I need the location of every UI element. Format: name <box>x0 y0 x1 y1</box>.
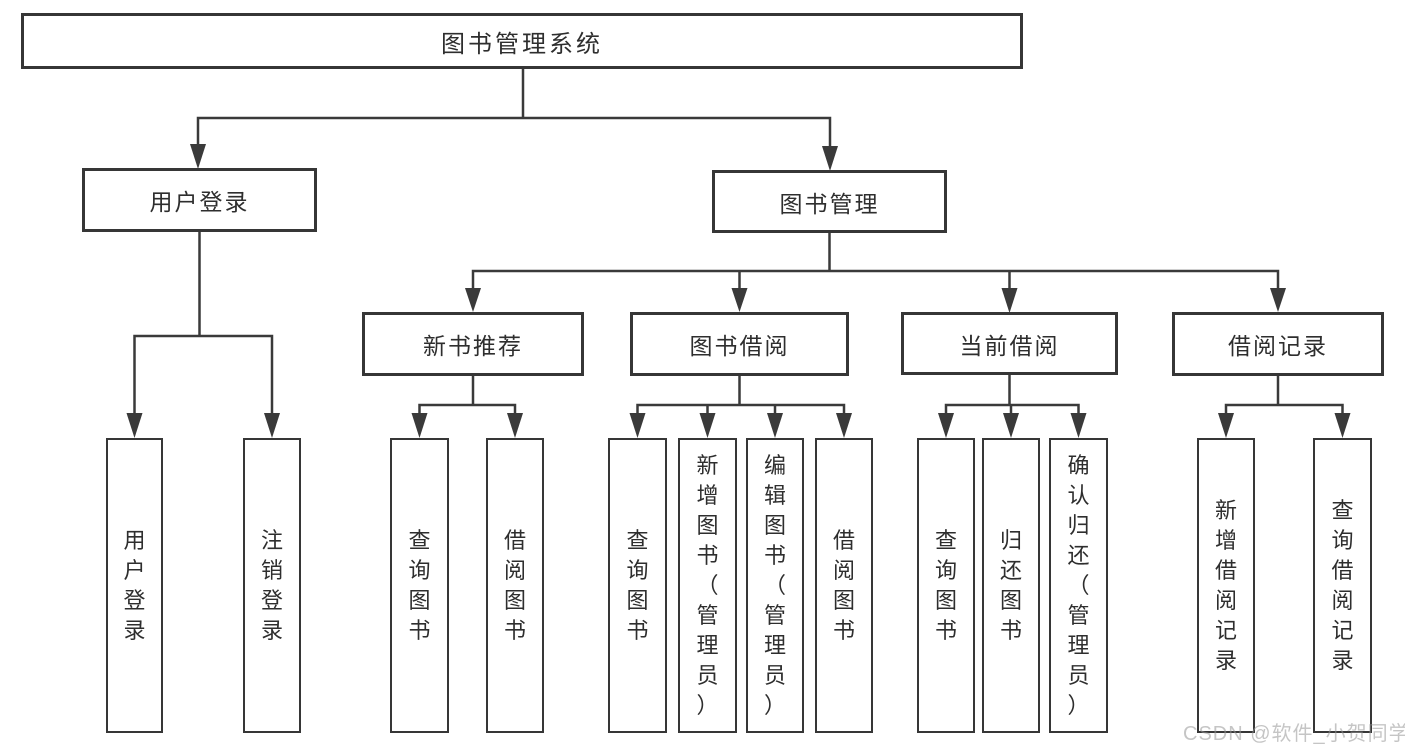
arrowhead <box>190 144 206 169</box>
connector-new-book-recommend-children <box>411 374 523 438</box>
node-borrow-records: 借阅记录 <box>1172 312 1384 376</box>
arrowhead <box>1334 413 1351 438</box>
arrowhead <box>822 146 838 171</box>
connector-current-borrow-children <box>938 372 1087 438</box>
arrowhead <box>264 413 280 438</box>
arrowhead <box>1070 413 1087 438</box>
node-current-borrow: 当前借阅 <box>901 312 1118 375</box>
leaf-recommend-query-book: 查 询 图 书 <box>390 438 449 733</box>
connector-book-management-to-level3 <box>465 231 1286 313</box>
leaf-borrow-book: 借 阅 图 书 <box>815 438 873 733</box>
arrowhead <box>836 413 852 438</box>
arrowhead <box>465 288 481 312</box>
node-library-management-system: 图书管理系统 <box>21 13 1023 69</box>
leaf-user-login: 用 户 登 录 <box>106 438 163 733</box>
node-book-borrow: 图书借阅 <box>630 312 849 376</box>
leaf-add-book-admin: 新 增 图 书 （ 管 理 员 ） <box>678 438 737 733</box>
arrowhead <box>938 413 954 438</box>
leaf-add-borrow-record: 新 增 借 阅 记 录 <box>1197 438 1255 733</box>
leaf-logout: 注 销 登 录 <box>243 438 301 733</box>
arrowhead <box>731 288 748 312</box>
leaf-current-query-book: 查 询 图 书 <box>917 438 975 733</box>
leaf-confirm-return-admin: 确 认 归 还 （ 管 理 员 ） <box>1049 438 1108 733</box>
arrowhead <box>126 413 143 438</box>
leaf-recommend-borrow-book: 借 阅 图 书 <box>486 438 544 733</box>
leaf-edit-book-admin: 编 辑 图 书 （ 管 理 员 ） <box>746 438 804 733</box>
leaf-borrow-query-book: 查 询 图 书 <box>608 438 667 733</box>
arrowhead <box>1003 413 1019 438</box>
arrowhead <box>1270 288 1286 312</box>
leaf-query-borrow-record: 查 询 借 阅 记 录 <box>1313 438 1372 733</box>
node-user-login: 用户登录 <box>82 168 317 232</box>
arrowhead <box>1001 288 1018 313</box>
connector-user-login-children <box>126 230 280 438</box>
connector-root-to-level2 <box>190 68 838 171</box>
csdn-watermark: CSDN @软件_小贺同学 <box>1183 723 1405 745</box>
arrowhead <box>411 413 428 438</box>
node-new-book-recommend: 新书推荐 <box>362 312 584 376</box>
arrowhead <box>507 413 523 438</box>
arrowhead <box>1218 413 1234 438</box>
arrowhead <box>767 413 783 438</box>
arrowhead <box>629 413 646 438</box>
arrowhead <box>699 413 716 438</box>
leaf-return-book: 归 还 图 书 <box>982 438 1040 733</box>
connector-borrow-records-children <box>1218 374 1351 438</box>
node-book-management: 图书管理 <box>712 170 947 233</box>
connector-book-borrow-children <box>629 374 852 438</box>
